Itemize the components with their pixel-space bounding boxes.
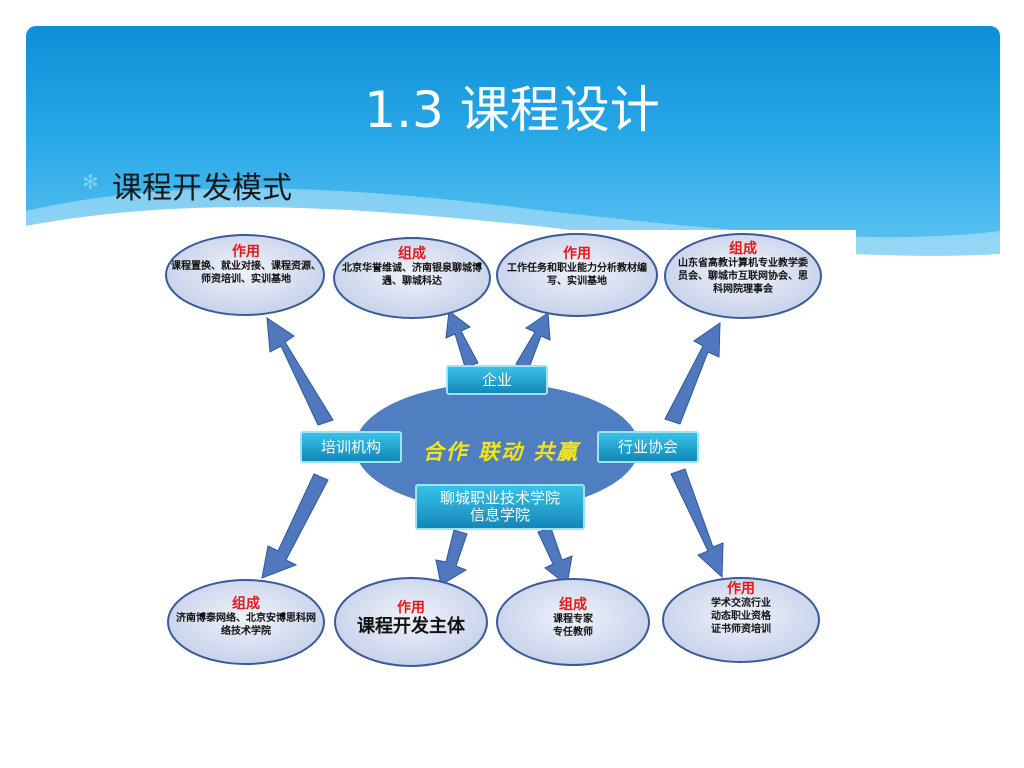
ellipse-text-top-3: 作用 工作任务和职业能力分析教材编写、实训基地: [507, 246, 647, 288]
arrow-to-top-center-left: [445, 310, 479, 368]
bullet-star-icon: ✻: [82, 170, 99, 194]
ellipse-head: 组成: [232, 596, 260, 612]
center-ellipse: [355, 383, 639, 511]
ellipse-body: 济南博泰网络、北京安博思科网络技术学院: [176, 613, 316, 637]
arrow-to-bottom-center-left: [435, 529, 468, 586]
ellipse-bottom-1: [167, 579, 325, 665]
ellipse-body: 课程专家专任教师: [553, 614, 593, 638]
ellipse-text-top-4: 组成 山东省高教计算机专业教学委员会、聊城市互联网协会、思科网院理事会: [675, 241, 811, 296]
ellipse-top-2: [333, 237, 491, 319]
ellipse-bottom-3: [496, 578, 650, 666]
ellipse-text-bottom-3: 组成 课程专家专任教师: [530, 597, 616, 639]
ellipse-body: 工作任务和职业能力分析教材编写、实训基地: [507, 263, 647, 287]
ellipse-head: 组成: [729, 241, 757, 257]
ellipse-head: 作用: [563, 246, 591, 262]
center-slogan: 合作 联动 共赢: [422, 439, 580, 464]
ellipse-bottom-4: [662, 577, 820, 663]
ellipse-text-bottom-2: 作用 课程开发主体: [346, 600, 476, 638]
node-industry: 行业协会: [597, 431, 699, 463]
ellipse-text-top-1: 作用 课程置换、就业对接、课程资源、师资培训、实训基地: [167, 244, 325, 286]
ellipse-text-bottom-1: 组成 济南博泰网络、北京安博思科网络技术学院: [176, 596, 316, 638]
ellipse-body: 北京华誉维诚、济南银泉聊城博遇、聊城科达: [342, 263, 482, 287]
ellipse-head: 组成: [559, 597, 587, 613]
slide-title: 1.3 课程设计: [364, 81, 660, 139]
ellipse-body: 课程开发主体: [357, 616, 465, 637]
ellipse-top-3: [496, 233, 658, 317]
ellipse-body: 山东省高教计算机专业教学委员会、聊城市互联网协会、思科网院理事会: [678, 258, 808, 295]
ellipse-bottom-2: [334, 577, 488, 667]
ellipse-top-4: [664, 233, 822, 319]
ellipse-head: 作用: [727, 581, 755, 597]
bullet-text: 课程开发模式: [112, 171, 292, 206]
ellipse-text-bottom-4: 作用 学术交流行业动态职业资格证书师资培训: [700, 581, 782, 636]
node-college-line1: 聊城职业技术学院: [439, 489, 560, 507]
ellipse-head: 作用: [397, 600, 425, 616]
ellipse-text-top-2: 组成 北京华誉维诚、济南银泉聊城博遇、聊城科达: [342, 246, 482, 288]
ellipse-top-1: [165, 234, 325, 316]
node-enterprise: 企业: [446, 365, 548, 395]
node-college: 聊城职业技术学院 信息学院: [415, 484, 585, 530]
arrow-to-bottom-left: [261, 473, 329, 579]
node-training: 培训机构: [300, 431, 402, 463]
arrow-to-top-center-right: [515, 312, 551, 369]
node-college-line2: 信息学院: [469, 506, 530, 524]
arrow-to-top-left: [266, 317, 334, 426]
arrow-to-bottom-right: [670, 468, 724, 579]
ellipse-head: 组成: [398, 246, 426, 262]
ellipse-body: 课程置换、就业对接、课程资源、师资培训、实训基地: [171, 261, 321, 285]
ellipse-head: 作用: [232, 244, 260, 260]
ellipse-body: 学术交流行业动态职业资格证书师资培训: [711, 598, 771, 635]
arrow-to-bottom-center-right: [537, 527, 573, 586]
arrow-to-top-right: [664, 322, 721, 425]
